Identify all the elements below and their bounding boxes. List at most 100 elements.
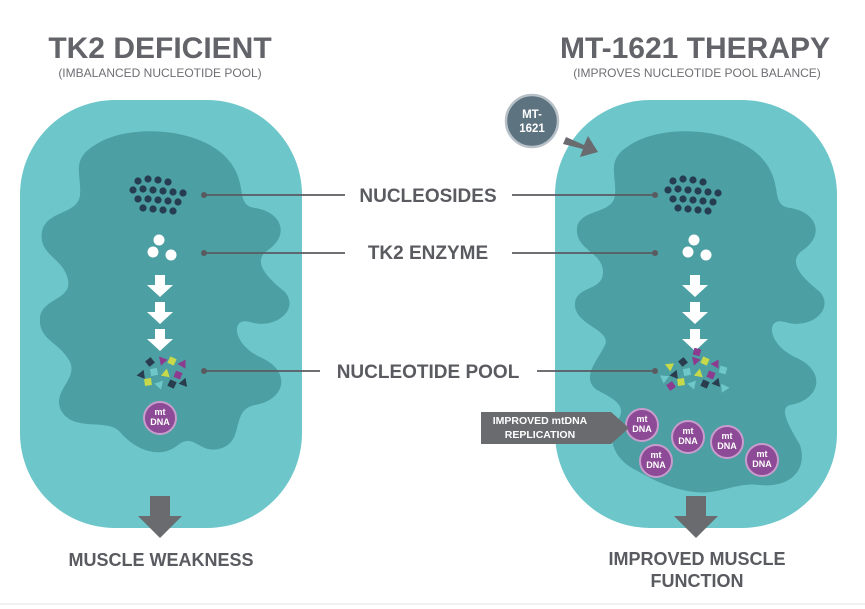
nucleotide-square	[700, 379, 710, 389]
nucleoside-dot	[679, 195, 687, 203]
mtdna-circle	[671, 420, 705, 454]
down-arrow-icon	[147, 329, 173, 351]
right-outcome-line1: IMPROVED MUSCLE	[608, 549, 785, 569]
improved-replication-banner: IMPROVED mtDNA REPLICATION	[481, 412, 629, 444]
nucleoside-dot	[139, 204, 147, 212]
right-title: MT-1621 THERAPY	[560, 32, 830, 65]
nucleoside-dot	[709, 198, 717, 206]
nucleoside-dot	[664, 186, 672, 194]
mtdna-circle-group: mtDNA	[710, 425, 744, 459]
nucleoside-dot	[679, 175, 687, 183]
right-subtitle: (IMPROVES NUCLEOTIDE POOL BALANCE)	[573, 66, 821, 80]
nucleoside-dot	[669, 195, 677, 203]
outcome-arrow-left-icon	[138, 496, 182, 538]
nucleotide-triangle	[710, 359, 719, 369]
nucleoside-dot	[159, 187, 167, 195]
enzyme-dot	[682, 246, 694, 258]
enzyme-dot	[153, 234, 165, 246]
banner-line2: REPLICATION	[505, 429, 575, 441]
nucleotide-square	[666, 381, 676, 391]
nucleoside-dot	[694, 187, 702, 195]
nucleoside-dot	[704, 188, 712, 196]
mtdna-label-line1: mt	[757, 449, 768, 459]
nucleotide-triangle	[177, 359, 186, 369]
nucleotide-square	[677, 378, 685, 386]
nucleoside-dot	[159, 206, 167, 214]
mtdna-label-line2: DNA	[150, 417, 170, 427]
connector-dot	[652, 192, 658, 198]
nucleotide-square	[144, 378, 152, 386]
mtdna-label-line1: mt	[651, 450, 662, 460]
nucleoside-dot	[714, 189, 722, 197]
mtdna-label-line2: DNA	[646, 460, 666, 470]
mtdna-circle	[745, 443, 779, 477]
mtdna-label-line2: DNA	[632, 424, 652, 434]
nucleoside-dot	[179, 189, 187, 197]
nucleoside-dot	[144, 175, 152, 183]
nucleotide-triangle	[664, 363, 675, 372]
nucleosides-cluster-right	[664, 175, 722, 215]
connector-dot	[201, 192, 207, 198]
mtdna-circle-group: mtDNA	[625, 408, 659, 442]
label-nucleosides: NUCLEOSIDES	[359, 186, 496, 207]
down-arrow-icon	[682, 275, 708, 297]
right-outcome-line2: FUNCTION	[651, 571, 744, 591]
connector-dot	[201, 368, 207, 374]
mtdna-label-line1: mt	[683, 426, 694, 436]
nucleotide-triangle	[178, 377, 188, 387]
nucleoside-dot	[154, 176, 162, 184]
nucleoside-dot	[134, 177, 142, 185]
nucleotide-square	[678, 357, 688, 367]
left-title: TK2 DEFICIENT	[48, 32, 271, 65]
nucleoside-dot	[694, 206, 702, 214]
nucleotide-square	[718, 365, 728, 375]
connector-dot	[652, 368, 658, 374]
banner-line1: IMPROVED mtDNA	[493, 415, 588, 427]
connector-dot	[201, 250, 207, 256]
nucleotide-triangle	[136, 369, 145, 379]
nucleotide-square	[167, 379, 177, 389]
nucleoside-dot	[164, 178, 172, 186]
nucleotide-pool-right	[659, 347, 730, 393]
nucleotide-triangle	[669, 369, 678, 379]
nucleoside-dot	[689, 176, 697, 184]
nucleoside-dot	[129, 186, 137, 194]
nucleotide-square	[700, 356, 710, 366]
nucleoside-dot	[669, 177, 677, 185]
mtdna-circle-group: mtDNA	[745, 443, 779, 477]
mtdna-circle	[143, 401, 177, 435]
down-arrow-icon	[147, 275, 173, 297]
drug-circle	[504, 93, 560, 149]
left-outcome: MUSCLE WEAKNESS	[68, 550, 253, 570]
drug-entry-arrow-icon	[563, 136, 598, 157]
nucleotide-triangle	[158, 356, 168, 366]
connector-dot	[652, 250, 658, 256]
nucleoside-dot	[684, 205, 692, 213]
nucleosides-cluster-left	[129, 175, 187, 215]
drug-label-line2: 1621	[519, 123, 545, 135]
nucleoside-dot	[154, 196, 162, 204]
nucleotide-triangle	[154, 380, 164, 390]
nucleotide-triangle	[160, 368, 170, 378]
nucleotide-square	[167, 356, 177, 366]
left-subtitle: (IMBALANCED NUCLEOTIDE POOL)	[58, 66, 261, 80]
mtdna-circle	[710, 425, 744, 459]
down-arrows-right	[682, 275, 708, 351]
down-arrow-icon	[682, 302, 708, 324]
nucleoside-dot	[704, 207, 712, 215]
down-arrow-icon	[147, 302, 173, 324]
enzyme-dot	[700, 249, 712, 261]
banner-arrow-shape	[481, 412, 629, 444]
connector-dots	[201, 192, 658, 374]
down-arrows-left	[147, 275, 173, 351]
nucleotide-square	[149, 367, 159, 377]
mtdna-label-line1: mt	[637, 414, 648, 424]
mtdna-label-line1: mt	[722, 431, 733, 441]
nucleoside-dot	[169, 207, 177, 215]
tk2-enzyme-left	[147, 234, 177, 261]
nucleotide-triangle	[693, 368, 703, 378]
label-nucleotide-pool: NUCLEOTIDE POOL	[337, 362, 520, 383]
